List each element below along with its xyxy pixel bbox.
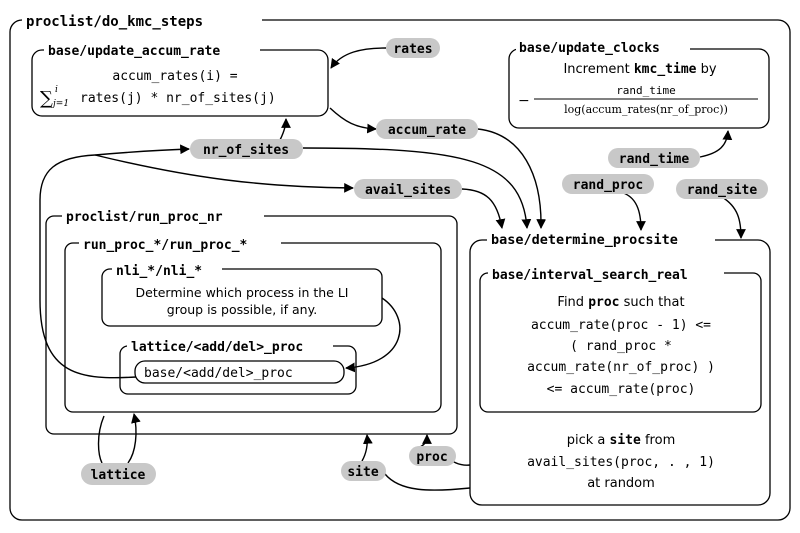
pill-rand-proc: rand_proc [562,174,654,194]
pill-rand-site: rand_site [676,179,768,199]
arrow-rand-site [721,196,746,239]
arrow-proc [419,434,432,448]
at-random: at random [587,476,655,491]
arrow-rand-proc [619,191,646,231]
svg-text:site: site [347,465,378,480]
arrow-accum-rate-down [477,128,547,229]
arrow-site [361,434,373,462]
box-update-accum-rate-title: base/update_accum_rate [48,44,220,59]
sum-superscript: i [55,85,58,95]
find-proc-line: Find proc such that [557,295,684,310]
svg-text:rates: rates [393,42,432,57]
svg-text:rand_site: rand_site [687,183,758,198]
pill-proc: proc [409,446,456,466]
arrow-rand-time [699,130,733,158]
box-do-kmc-steps: proclist/do_kmc_steps [9,10,791,521]
box-run-proc-star-title: run_proc_*/run_proc_* [83,238,248,253]
svg-text:lattice: lattice [91,468,146,483]
svg-text:rand_proc: rand_proc [573,178,643,193]
box-run-proc-nr-title: proclist/run_proc_nr [66,210,223,225]
fraction-numerator: rand_time [616,84,676,97]
pill-lattice: lattice [81,463,156,485]
svg-text:proc: proc [416,450,447,465]
box-interval-search-title: base/interval_search_real [492,268,688,283]
line-base-proc-loop [39,154,137,379]
box-update-clocks: base/update_clocks Increment kmc_time by… [508,38,770,129]
line-lattice-down [97,415,105,464]
box-run-proc-nr: proclist/run_proc_nr [45,206,458,435]
interval-line2: accum_rate(proc - 1) <= [531,318,711,333]
arrow-to-accum-rate [329,107,377,134]
box-nli: nli_*/nli_* Determine which process in t… [101,259,383,327]
svg-text:accum_rate: accum_rate [388,123,466,138]
box-determine-procsite-title: base/determine_procsite [491,232,678,248]
pick-site-line: pick a site from [567,433,675,448]
arrow-loop-to-nr-of-sites [94,144,190,156]
arrow-avail-sites-down [461,188,506,229]
arrow-rates [330,47,387,69]
pill-accum-rate: accum_rate [376,119,478,139]
svg-text:nr_of_sites: nr_of_sites [203,143,289,158]
interval-line4: accum_rate(nr_of_proc) ) [527,360,715,375]
box-base-proc: base/<add/del>_proc [134,360,345,384]
nli-line2: group is possible, if any. [167,302,317,317]
connectors [39,47,746,491]
box-update-accum-rate: base/update_accum_rate accum_rates(i) = … [31,40,329,117]
avail-sites-call: avail_sites(proc, . , 1) [527,455,715,470]
pill-rates: rates [386,38,440,58]
arrow-lattice-up [127,413,141,464]
arrow-loop-to-avail-sites [94,154,354,193]
fraction-minus: − [518,93,530,109]
pill-rand-time: rand_time [608,148,700,168]
pill-avail-sites: avail_sites [354,179,462,199]
box-lattice-proc: lattice/<add/del>_proc [119,336,357,395]
nli-line1: Determine which process in the LI [136,285,349,300]
box-run-proc-star: run_proc_*/run_proc_* [64,233,442,413]
update-clocks-line1: Increment kmc_time by [563,62,716,77]
box-nli-title: nli_*/nli_* [116,264,202,279]
box-lattice-proc-title: lattice/<add/del>_proc [131,340,303,355]
arrow-nr-of-sites-down [302,147,532,229]
svg-text:avail_sites: avail_sites [365,183,451,198]
fraction-denominator: log(accum_rates(nr_of_proc)) [564,103,728,116]
sum-subscript: j=1 [51,99,69,109]
pill-site: site [341,461,386,481]
box-determine-procsite: base/determine_procsite pick a site from… [469,229,771,506]
box-do-kmc-steps-title: proclist/do_kmc_steps [26,14,203,30]
pill-nr-of-sites: nr_of_sites [190,139,303,159]
arrow-nr-of-sites-up [279,118,291,141]
interval-line5: <= accum_rate(proc) [547,382,696,397]
svg-text:rand_time: rand_time [619,152,690,167]
box-base-proc-title: base/<add/del>_proc [144,366,293,381]
line-to-site [384,473,471,491]
update-accum-rate-line1: accum_rates(i) = [112,69,237,84]
box-interval-search: base/interval_search_real Find proc such… [479,263,762,413]
box-update-clocks-title: base/update_clocks [519,41,660,56]
arrow-nli-to-base-proc [345,297,401,373]
sum-symbol: ∑ [40,88,53,109]
update-accum-rate-line2: rates(j) * nr_of_sites(j) [80,91,276,106]
interval-line3: ( rand_proc * [570,339,672,354]
